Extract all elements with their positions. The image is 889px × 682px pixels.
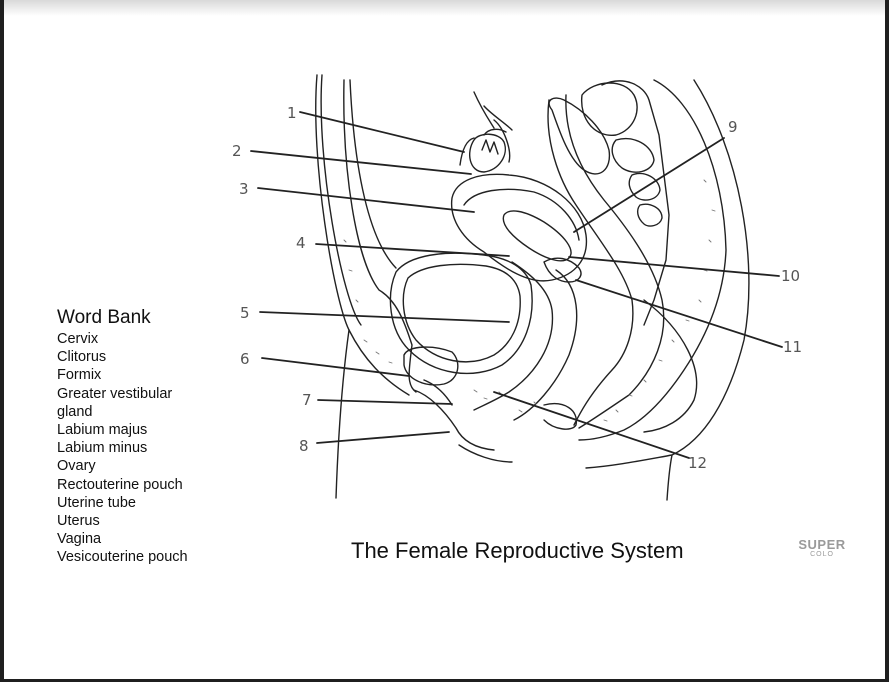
vagina-anterior: [473, 261, 554, 411]
thigh-line: [458, 444, 513, 463]
leader-line-4: [315, 243, 510, 257]
word-bank-item: Labium majus: [57, 422, 148, 439]
label-5: 5: [240, 304, 250, 322]
word-bank-item: gland: [57, 403, 93, 420]
logo-line-1: SUPER: [798, 537, 846, 552]
vertebra-1: [581, 82, 638, 136]
label-9: 9: [728, 118, 738, 136]
leader-line-10: [568, 256, 780, 277]
leader-line-11: [575, 279, 783, 348]
word-bank-item: Formix: [57, 367, 102, 384]
leader-line-9: [573, 137, 725, 233]
label-2: 2: [232, 142, 242, 160]
leader-line-8: [316, 431, 450, 444]
ovary: [468, 133, 506, 173]
label-11: 11: [783, 338, 802, 356]
vertebra-2: [611, 138, 655, 173]
word-bank: Word Bank Cervix Clitorus Formix Greater…: [57, 307, 188, 567]
tube-fimbriae: [481, 139, 499, 155]
supercoloring-logo: SUPER COLO: [797, 538, 847, 558]
uterine-cavity: [502, 210, 572, 262]
rectum-anterior: [547, 99, 634, 426]
sigmoid-colon: [548, 97, 611, 175]
label-7: 7: [302, 391, 312, 409]
label-4: 4: [296, 234, 306, 252]
anatomy-diagram: 1 2 3 4 5 6 7 8 9 10 11 12: [232, 74, 802, 501]
vertebra-3: [628, 172, 661, 201]
word-bank-item: Vagina: [57, 531, 102, 548]
leader-line-2: [250, 150, 472, 175]
skin-back: [666, 79, 750, 501]
perineum-skin: [585, 454, 673, 469]
word-bank-item: Uterus: [57, 513, 100, 530]
labium-majus: [413, 389, 495, 451]
label-12: 12: [688, 454, 707, 472]
top-shadow: [4, 0, 885, 16]
label-6: 6: [240, 350, 250, 368]
word-bank-item: Uterine tube: [57, 494, 136, 511]
word-bank-list: Cervix Clitorus Formix Greater vestibula…: [57, 330, 188, 567]
vertebra-4: [636, 203, 663, 227]
abdominal-wall-outer: [315, 74, 350, 499]
leader-line-5: [259, 311, 510, 323]
pelvic-floor-texture: [343, 179, 716, 422]
broad-ligament: [473, 91, 513, 131]
back-outline: [578, 79, 727, 441]
leader-line-1: [299, 111, 465, 153]
leader-line-3: [257, 187, 475, 213]
word-bank-item: Greater vestibular: [57, 385, 173, 402]
label-1: 1: [287, 104, 297, 122]
label-8: 8: [299, 437, 309, 455]
abdominal-wall-inner: [320, 74, 362, 326]
cervix: [543, 257, 582, 283]
leader-line-6: [261, 357, 410, 377]
word-bank-item: Cervix: [57, 331, 99, 347]
word-bank-item: Clitorus: [57, 349, 107, 366]
bladder-inner: [402, 263, 521, 363]
word-bank-item: Vesicouterine pouch: [57, 549, 188, 566]
anal-canal: [543, 403, 578, 430]
front-skin: [348, 329, 410, 396]
word-bank-item: Ovary: [57, 458, 96, 475]
label-10: 10: [781, 267, 800, 285]
diagram-title: The Female Reproductive System: [351, 538, 684, 563]
pubic-bone: [403, 346, 459, 386]
buttock-line: [643, 299, 698, 433]
uterine-tube: [459, 119, 511, 166]
word-bank-heading: Word Bank: [57, 307, 151, 328]
sacrum: [601, 80, 670, 326]
logo-line-2: COLO: [810, 551, 834, 558]
word-bank-item: Rectouterine pouch: [57, 476, 183, 493]
peritoneum-line: [349, 79, 397, 269]
label-3: 3: [239, 180, 249, 198]
vagina-posterior: [513, 269, 578, 421]
abdominal-wall-muscle: [343, 79, 417, 393]
labium-minus: [423, 379, 453, 406]
word-bank-item: Labium minus: [57, 440, 148, 457]
worksheet-page: 1 2 3 4 5 6 7 8 9 10 11 12 Word Bank Cer…: [4, 0, 885, 679]
uterus-wall: [463, 188, 580, 241]
leader-line-12: [493, 391, 690, 459]
leader-line-7: [317, 399, 453, 405]
